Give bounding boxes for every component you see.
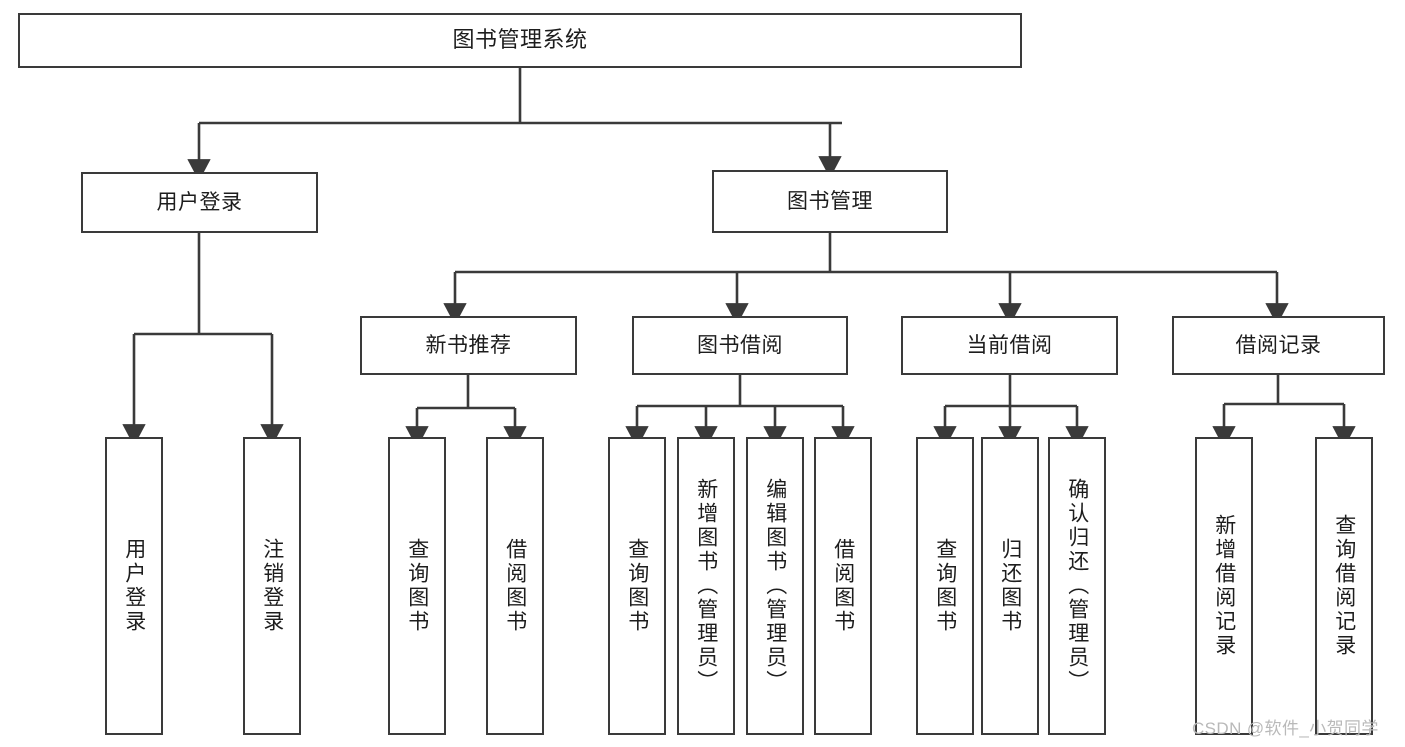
node-label: 查询图书 (933, 538, 957, 634)
leaf-record-add[interactable]: 新增借阅记录 (1195, 437, 1253, 735)
node-label: 图书管理 (787, 189, 873, 213)
node-label: 查询借阅记录 (1332, 514, 1356, 658)
node-label: 新增图书（管理员） (694, 478, 718, 694)
leaf-borrow-add-book[interactable]: 新增图书（管理员） (677, 437, 735, 735)
node-label: 当前借阅 (966, 333, 1053, 357)
node-label: 归还图书 (998, 538, 1022, 634)
node-label: 查询图书 (405, 538, 429, 634)
node-book-borrow[interactable]: 图书借阅 (632, 316, 848, 375)
leaf-borrow-query-book[interactable]: 查询图书 (608, 437, 666, 735)
leaf-record-query[interactable]: 查询借阅记录 (1315, 437, 1373, 735)
node-label: 用户登录 (156, 190, 243, 214)
node-label: 新书推荐 (425, 333, 512, 357)
node-user-login[interactable]: 用户登录 (81, 172, 318, 233)
leaf-current-query-book[interactable]: 查询图书 (916, 437, 974, 735)
node-label: 用户登录 (122, 538, 146, 634)
leaf-user-login[interactable]: 用户登录 (105, 437, 163, 735)
node-label: 注销登录 (260, 538, 284, 634)
node-label: 新增借阅记录 (1212, 514, 1236, 658)
node-new-book-recommend[interactable]: 新书推荐 (360, 316, 577, 375)
node-book-management[interactable]: 图书管理 (712, 170, 948, 233)
node-label: 编辑图书（管理员） (763, 478, 787, 694)
leaf-user-logout[interactable]: 注销登录 (243, 437, 301, 735)
leaf-recommend-borrow-book[interactable]: 借阅图书 (486, 437, 544, 735)
node-current-borrow[interactable]: 当前借阅 (901, 316, 1118, 375)
leaf-borrow-edit-book[interactable]: 编辑图书（管理员） (746, 437, 804, 735)
node-label: 借阅图书 (831, 538, 855, 634)
leaf-current-confirm-return[interactable]: 确认归还（管理员） (1048, 437, 1106, 735)
leaf-current-return-book[interactable]: 归还图书 (981, 437, 1039, 735)
node-label: 图书管理系统 (452, 27, 588, 53)
node-label: 借阅记录 (1235, 333, 1322, 357)
node-root-system[interactable]: 图书管理系统 (18, 13, 1022, 68)
csdn-watermark: CSDN @软件_小贺同学 (1192, 719, 1379, 738)
node-label: 确认归还（管理员） (1065, 478, 1089, 694)
leaf-recommend-query-book[interactable]: 查询图书 (388, 437, 446, 735)
node-label: 查询图书 (625, 538, 649, 634)
node-label: 图书借阅 (697, 333, 783, 357)
leaf-borrow-borrow-book[interactable]: 借阅图书 (814, 437, 872, 735)
node-borrow-record[interactable]: 借阅记录 (1172, 316, 1385, 375)
node-label: 借阅图书 (503, 538, 527, 634)
